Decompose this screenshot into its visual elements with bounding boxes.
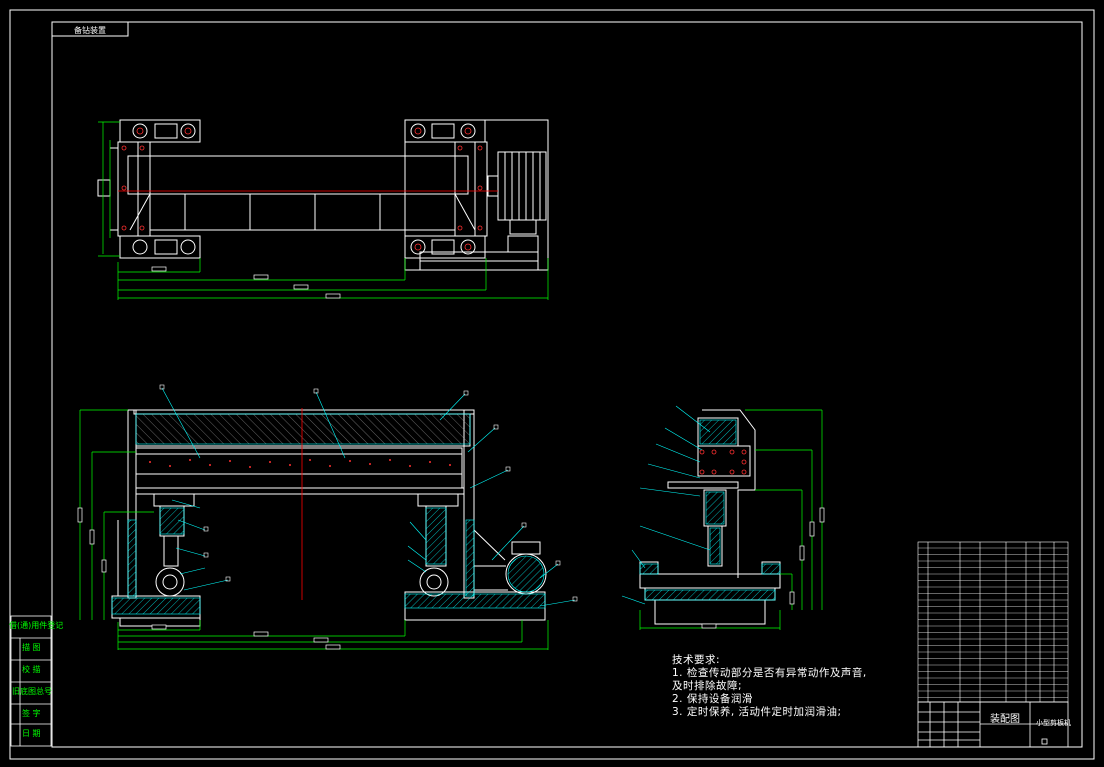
front-view-hatching (111, 413, 546, 615)
drawing-frame (9, 9, 1095, 760)
front-view-dim-values (77, 507, 341, 650)
technical-requirements: 技术要求: 1. 检查传动部分是否有异常动作及声音, 及时排除故障; 2. 保持… (672, 654, 867, 719)
tech-notes-heading: 技术要求: (672, 654, 721, 666)
tech-notes-line-4: 3. 定时保养, 活动件定时加润滑油; (672, 706, 842, 718)
side-table-top-label: 借(通)用件登记 (9, 621, 64, 630)
side-view-leaders (621, 405, 711, 605)
top-view-bolts (121, 127, 483, 251)
title-project-name: 小型剪板机 (1036, 719, 1071, 727)
side-view-dim-values (701, 507, 825, 629)
front-view-leader-balloons (159, 384, 578, 602)
side-table-row-2: 校 描 (22, 665, 41, 674)
side-table-row-1: 描 图 (22, 643, 41, 652)
side-table-row-4: 日 期 (22, 729, 41, 738)
title-drawing-name: 装配图 (990, 714, 1020, 725)
corner-drawing-tag: 备钻装置 (74, 26, 106, 35)
tech-notes-line-1: 1. 检查传动部分是否有异常动作及声音, (672, 667, 867, 679)
side-registration-table (10, 615, 52, 747)
tech-notes-line-3: 2. 保持设备润滑 (672, 693, 753, 705)
top-view-dim-values (151, 266, 341, 299)
side-view-hatching (639, 419, 781, 601)
parts-list (917, 541, 1069, 703)
top-view-dimensions (98, 121, 549, 300)
front-view-red-marks (149, 459, 451, 468)
title-block (917, 701, 1069, 748)
parts-list-rows (918, 547, 1068, 698)
front-view-leaders (161, 387, 576, 607)
side-table-mid-label: 旧底图总号 (12, 687, 52, 696)
side-view-red-bolts (699, 449, 747, 475)
tech-notes-line-2: 及时排除故障; (672, 680, 743, 692)
side-table-row-3: 签 字 (22, 709, 41, 718)
top-view (97, 119, 549, 271)
